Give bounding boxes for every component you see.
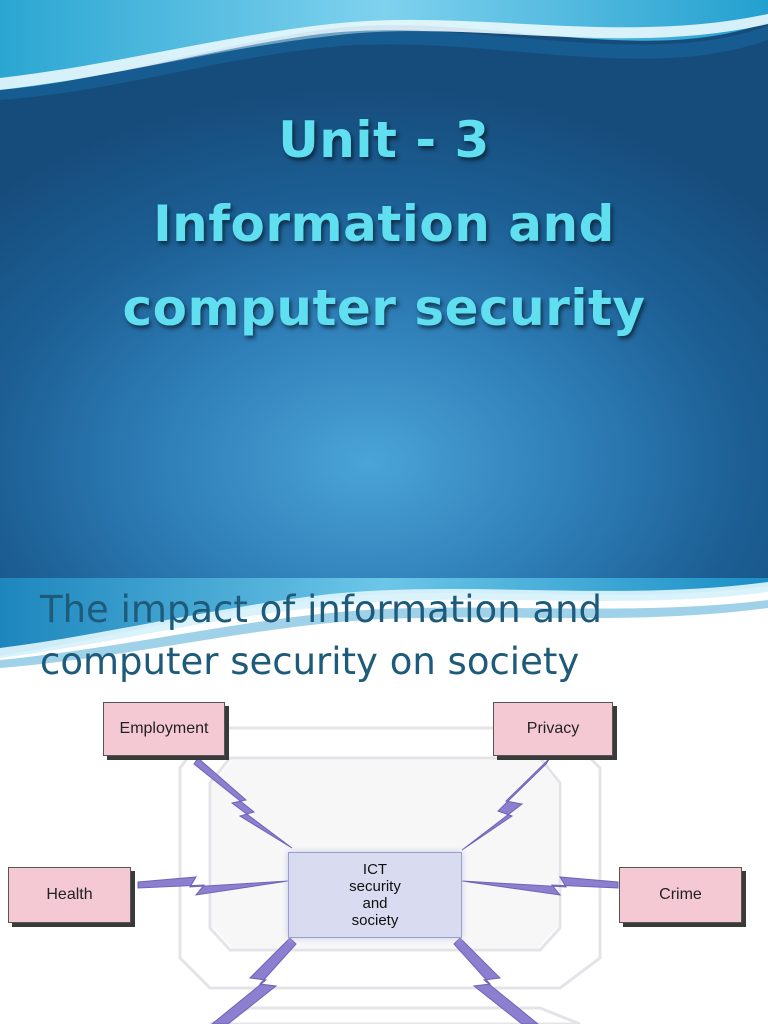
slide2-title: The impact of information and computer s…	[40, 584, 740, 688]
title-line-2: Information and	[153, 195, 615, 253]
node-crime: Crime	[619, 867, 742, 923]
node-health: Health	[8, 867, 131, 923]
node-privacy: Privacy	[493, 702, 613, 756]
center-line-2: security	[349, 878, 401, 895]
title-slide: Unit - 3 Information and computer securi…	[0, 0, 768, 578]
node-health-label: Health	[46, 886, 93, 903]
wave-decoration-top	[0, 0, 768, 100]
node-center: ICT security and society	[288, 852, 462, 938]
node-privacy-label: Privacy	[526, 720, 580, 737]
wave-decoration-slide2	[0, 578, 768, 668]
slide2-title-line-2: computer security on society	[40, 640, 580, 683]
node-employment: Employment	[103, 702, 225, 756]
content-slide: The impact of information and computer s…	[0, 578, 768, 1024]
slide-title: Unit - 3 Information and computer securi…	[0, 98, 768, 350]
impact-diagram: Employment Privacy Health Crime ICT secu…	[0, 688, 768, 1024]
title-line-3: computer security	[122, 279, 646, 337]
center-line-1: ICT	[362, 861, 388, 878]
center-line-3: and	[362, 895, 388, 912]
slide2-title-line-1: The impact of information and	[40, 588, 603, 631]
node-crime-label: Crime	[659, 886, 702, 903]
title-line-1: Unit - 3	[278, 111, 490, 169]
node-employment-label: Employment	[119, 720, 209, 737]
center-line-4: society	[351, 912, 399, 929]
